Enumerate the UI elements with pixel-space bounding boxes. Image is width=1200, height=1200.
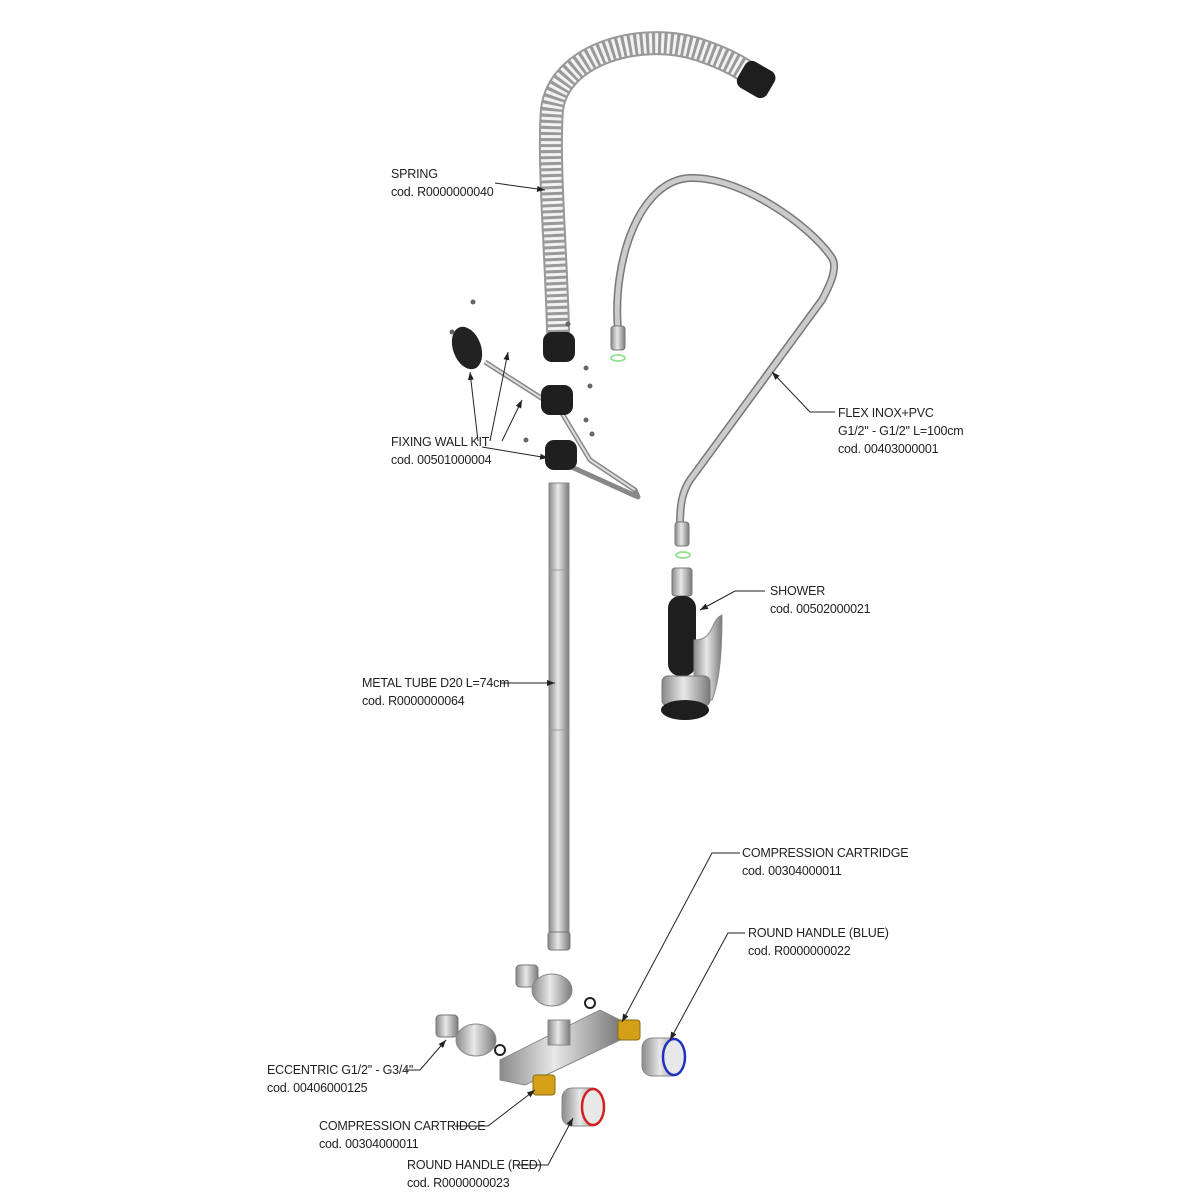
seal-ring [675, 551, 691, 559]
label-shower: SHOWER cod. 00502000021 [770, 582, 871, 618]
part-name: ECCENTRIC G1/2'' - G3/4'' [267, 1063, 414, 1077]
label-handle-blue: ROUND HANDLE (BLUE) cod. R0000000022 [748, 924, 889, 960]
part-name: COMPRESSION CARTRIDGE [742, 846, 909, 860]
part-spec: G1/2'' - G1/2'' L=100cm [838, 424, 964, 438]
part-name: COMPRESSION CARTRIDGE [319, 1119, 486, 1133]
part-code: cod. 00501000004 [391, 453, 492, 467]
label-fixing-wall-kit: FIXING WALL KIT cod. 00501000004 [391, 433, 492, 469]
part-name: FLEX INOX+PVC [838, 406, 934, 420]
label-spring: SPRING cod. R0000000040 [391, 165, 494, 201]
label-handle-red: ROUND HANDLE (RED) cod. R0000000023 [407, 1156, 542, 1192]
label-cartridge-top: COMPRESSION CARTRIDGE cod. 00304000011 [742, 844, 909, 880]
part-code: cod. 00406000125 [267, 1081, 368, 1095]
label-cartridge-bottom: COMPRESSION CARTRIDGE cod. 00304000011 [319, 1117, 486, 1153]
part-code: cod. 00502000021 [770, 602, 871, 616]
part-code: cod. R0000000022 [748, 944, 851, 958]
shower-part [661, 567, 723, 720]
part-name: SPRING [391, 167, 438, 181]
spring-part [538, 31, 776, 342]
brass-cartridge-top [617, 1019, 641, 1041]
label-eccentric: ECCENTRIC G1/2'' - G3/4'' cod. 004060001… [267, 1061, 413, 1097]
spring-end-cap [736, 60, 776, 99]
leader-lines [405, 182, 835, 1166]
part-name: ROUND HANDLE (RED) [407, 1158, 542, 1172]
part-name: FIXING WALL KIT [391, 435, 490, 449]
part-name: METAL TUBE D20 L=74cm [362, 676, 510, 690]
metal-tube-part [547, 482, 571, 951]
part-code: cod. R0000000023 [407, 1176, 510, 1190]
fixing-wall-kit-part [449, 299, 641, 500]
part-code: cod. 00304000011 [319, 1137, 419, 1151]
mixer-valve-part [435, 964, 687, 1127]
label-metal-tube: METAL TUBE D20 L=74cm cod. R0000000064 [362, 674, 510, 710]
part-name: SHOWER [770, 584, 826, 598]
part-code: cod. R0000000064 [362, 694, 465, 708]
part-name: ROUND HANDLE (BLUE) [748, 926, 889, 940]
part-code: cod. R0000000040 [391, 185, 494, 199]
label-flex: FLEX INOX+PVC G1/2'' - G1/2'' L=100cm co… [838, 404, 964, 458]
seal-ring [610, 354, 626, 362]
handle-red-part [561, 1087, 606, 1127]
flex-hose-part [610, 173, 839, 559]
brass-cartridge-bottom [532, 1074, 556, 1096]
handle-blue-part [641, 1037, 687, 1077]
part-code: cod. 00304000011 [742, 864, 842, 878]
part-code: cod. 00403000001 [838, 442, 939, 456]
